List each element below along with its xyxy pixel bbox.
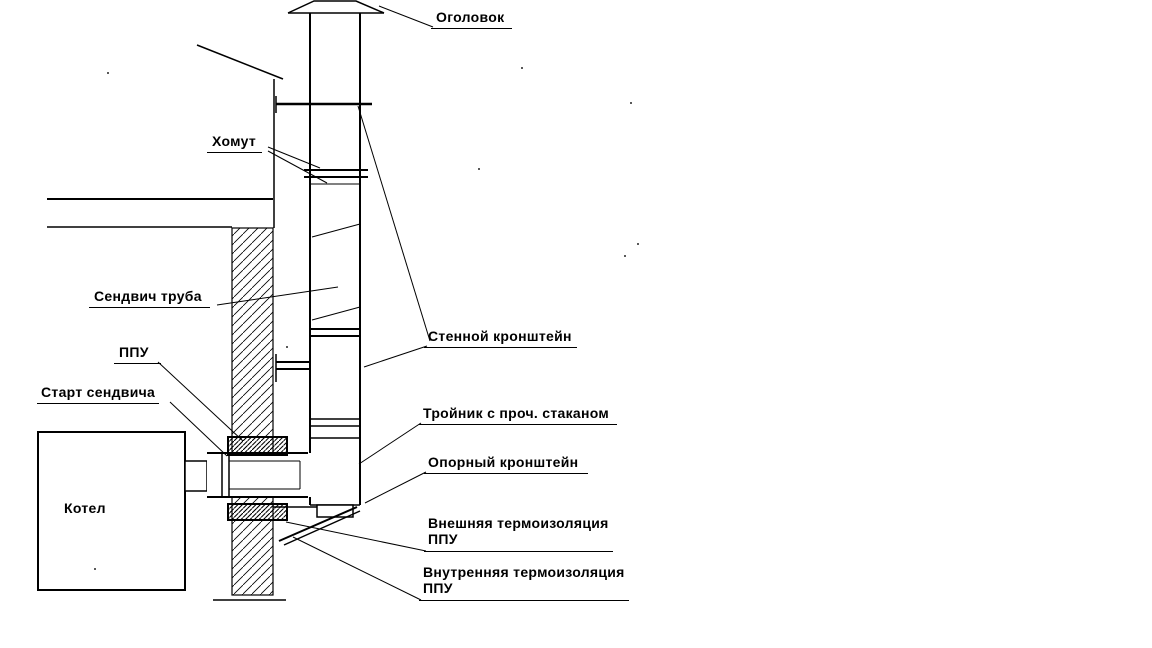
chimney-pipe (304, 4, 368, 505)
label-ogolovok-text: Оголовок (436, 9, 505, 25)
label-sandwich-pipe-text: Сендвич труба (94, 288, 202, 304)
label-inner-insulation: Внутренняя термоизоляция ППУ (419, 564, 629, 601)
label-inner-insulation-line2: ППУ (423, 580, 453, 596)
ppu-insulation-blocks (227, 436, 288, 521)
label-inner-insulation-line1: Внутренняя термоизоляция (423, 564, 625, 580)
label-outer-insulation-line1: Внешняя термоизоляция (428, 515, 609, 531)
label-ppu: ППУ (114, 344, 161, 364)
pipe-cap (287, 0, 385, 14)
label-outer-insulation-line2: ППУ (428, 531, 458, 547)
label-khomut-text: Хомут (212, 133, 257, 149)
boiler-outline (37, 431, 208, 591)
label-boiler: Котел (64, 500, 106, 516)
label-tee-text: Тройник с проч. стаканом (423, 405, 610, 421)
label-sandwich-pipe: Сендвич труба (89, 288, 210, 308)
label-sandwich-start: Старт сендвича (37, 384, 160, 404)
label-support-bracket: Опорный кронштейн (424, 454, 589, 474)
building-structure (47, 44, 286, 601)
noise-dots (94, 67, 639, 570)
leader-lines (157, 5, 434, 601)
label-ogolovok: Оголовок (431, 9, 513, 29)
label-tee: Тройник с проч. стаканом (419, 405, 618, 425)
label-sandwich-start-text: Старт сендвича (41, 384, 156, 400)
clamp-and-brackets (275, 96, 372, 382)
label-wall-bracket: Стенной кронштейн (424, 328, 577, 348)
horizontal-pipe (207, 452, 310, 498)
label-outer-insulation: Внешняя термоизоляция ППУ (424, 515, 613, 552)
label-ppu-text: ППУ (119, 344, 149, 360)
label-support-bracket-text: Опорный кронштейн (428, 454, 579, 470)
label-wall-bracket-text: Стенной кронштейн (428, 328, 572, 344)
label-boiler-text: Котел (64, 500, 106, 516)
label-khomut: Хомут (207, 133, 263, 153)
wall-hatch (231, 227, 274, 596)
tee-cup (310, 504, 360, 518)
